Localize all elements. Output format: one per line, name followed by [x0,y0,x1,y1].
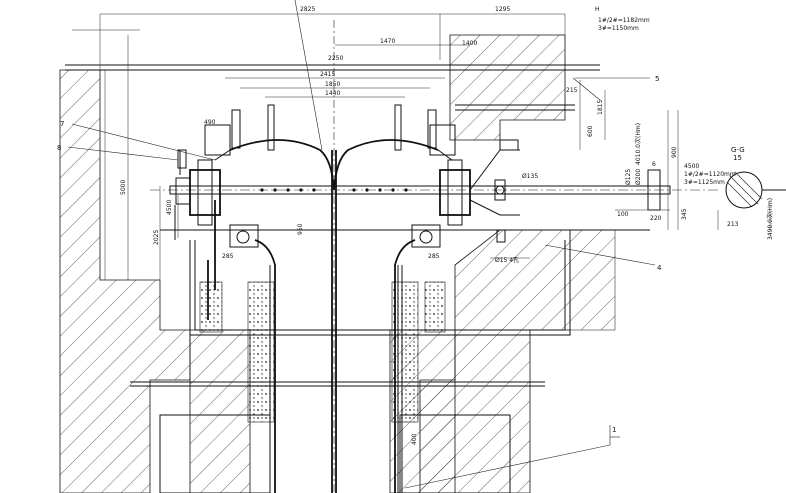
dim-213: 213 [727,221,739,228]
right-flange-assembly [394,104,661,248]
note-top-right-2: 3#=1150mm [598,25,639,32]
callout-numbers: 1 4 5 7 8 [57,75,662,434]
dim-345: 345 [681,208,688,220]
dim-top-right: H [595,6,600,13]
draft-tube-outline [159,414,511,493]
dim-1400: 1400 [462,40,477,47]
left-flange-assembly [175,104,275,320]
concrete-right-upper [449,34,566,141]
section-number: 15 [733,154,742,162]
fill-column-left-2 [199,281,223,333]
fill-column-right [391,281,419,423]
dim-400: 400 [411,433,418,445]
section-label: G-G [731,146,745,154]
concrete-left-wall [59,69,191,493]
dim-215: 215 [566,87,578,94]
callout-4: 4 [657,264,662,272]
bolt-row [260,188,408,192]
note-small-b: 6 [652,161,656,168]
note-right-label: 4010.0次(Hm) [634,123,642,165]
dim-top-left: 2825 [300,6,315,13]
dim-phi: Ø200 [635,169,642,185]
dim-1125: Ø125 [625,169,632,185]
dim-5000: 5000 [120,180,127,195]
note-small-a: 4500 [684,163,699,170]
dimension-labels: 2825 1295 H 1470 2415 1850 1440 490 5000… [120,6,739,445]
dim-1815: 1815 [597,100,604,115]
dim-1440: 1440 [325,90,340,97]
dim-135: Ø135 [522,173,538,180]
note-top-right-1: 1#/2#=1182mm [598,17,650,24]
dim-285b: 285 [428,253,440,260]
fill-column-right-2 [424,281,446,333]
callout-7: 7 [60,120,64,128]
callout-leaders [67,0,656,489]
concrete-center-base-left [189,329,251,493]
dimension-lines [99,14,679,480]
dim-900: 900 [671,146,678,158]
dim-top-mid: 1295 [495,6,510,13]
note-right-2: 3#=1125mm [684,179,725,186]
dim-285a: 285 [222,253,234,260]
dim-100: 100 [617,211,629,218]
note-right-label-2: 3490.0次(Hm) [766,198,774,240]
drain-piping [174,205,571,336]
central-shaft [331,20,337,493]
dim-4x15: Ø15 4孔 [495,256,519,264]
dim-2025: 2025 [153,230,160,245]
note-right-1: 1#/2#=1120mm [684,171,736,178]
drawing-notes: 1#/2#=1182mm 3#=1150mm 1#/2#=1120mm 3#=1… [598,17,774,240]
dim-950: 950 [297,223,304,235]
dim-600: 600 [587,125,594,137]
callout-1: 1 [612,426,616,434]
section-gg-detail [717,171,786,230]
callout-8: 8 [57,144,61,152]
main-horizontal-shaft [150,185,720,195]
dim-2415: 2415 [320,71,335,78]
dim-1470: 1470 [380,38,395,45]
dim-490: 490 [204,119,216,126]
dim-4500: 4500 [166,200,173,215]
callout-5: 5 [655,75,659,83]
dim-d2250: 2250 [328,55,343,62]
dim-220: 220 [650,215,662,222]
horizontal-reference-lines [65,13,650,387]
dim-1850: 1850 [325,81,340,88]
